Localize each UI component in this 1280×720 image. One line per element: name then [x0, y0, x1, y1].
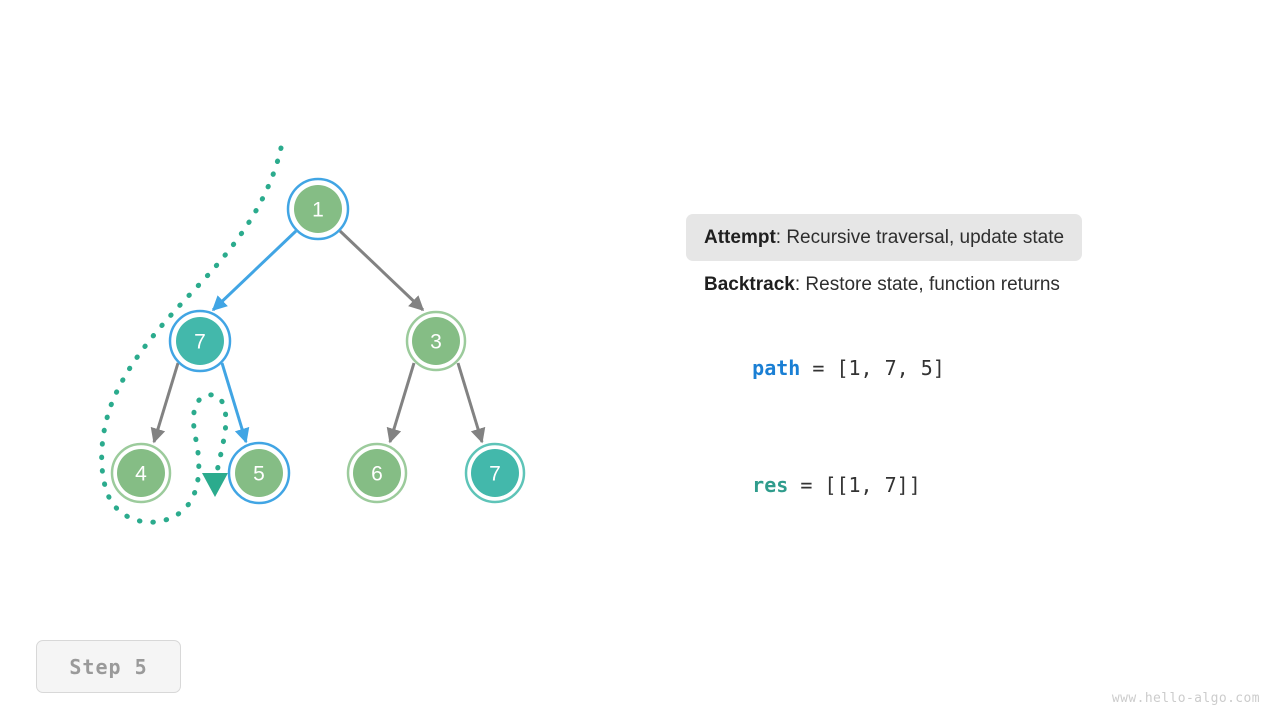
- tree-node-7-left[interactable]: 7: [168, 309, 232, 373]
- res-variable-value: = [[1, 7]]: [788, 473, 921, 497]
- tree-node-1-label: 1: [312, 199, 324, 222]
- tree-node-7-right-label: 7: [489, 463, 501, 486]
- tree-edges: [150, 229, 486, 444]
- edge-3-to-7: [456, 362, 486, 444]
- step-badge-label: Step 5: [69, 654, 148, 679]
- tree-node-5[interactable]: 5: [227, 441, 291, 505]
- tree-node-4-ring: [110, 442, 172, 504]
- edge-1-to-7: [211, 229, 298, 312]
- tree-node-6[interactable]: 6: [346, 442, 408, 504]
- tree-node-7-right-ring: [464, 442, 526, 504]
- path-variable-value: = [1, 7, 5]: [800, 356, 945, 380]
- res-state-row: res = [[1, 7]]: [686, 449, 939, 521]
- binary-tree-diagram: 1 7 3 4 5: [99, 145, 526, 525]
- tree-node-3[interactable]: 3: [405, 310, 467, 372]
- attempt-description: : Recursive traversal, update state: [775, 227, 1065, 248]
- dotted-trace-arrowhead: [202, 473, 228, 497]
- tree-node-7-left-ring: [168, 309, 232, 373]
- edge-7-to-5: [220, 362, 250, 444]
- attempt-row: Attempt: Recursive traversal, update sta…: [686, 214, 1083, 261]
- backtrack-label: Backtrack: [704, 274, 795, 295]
- site-watermark: www.hello-algo.com: [1112, 691, 1260, 706]
- tree-node-4-label: 4: [135, 463, 147, 486]
- tree-node-5-label: 5: [253, 463, 265, 486]
- edge-7-to-4: [150, 362, 180, 444]
- tree-node-3-ring: [405, 310, 467, 372]
- tree-node-1[interactable]: 1: [286, 177, 350, 241]
- path-variable-name: path: [752, 356, 801, 380]
- tree-node-5-body: [235, 449, 283, 497]
- edge-1-to-3: [338, 229, 425, 312]
- tree-svg-canvas: 1 7 3 4 5: [99, 145, 526, 525]
- tree-node-6-label: 6: [371, 463, 383, 486]
- tree-node-1-ring: [286, 177, 350, 241]
- dotted-trace-line: [99, 145, 284, 525]
- backtrack-description: : Restore state, function returns: [794, 274, 1060, 295]
- res-variable-name: res: [752, 473, 789, 497]
- tree-node-7-left-label: 7: [194, 331, 206, 354]
- tree-node-1-body: [294, 185, 342, 233]
- tree-node-5-ring: [227, 441, 291, 505]
- watermark-text: www.hello-algo.com: [1111, 691, 1260, 706]
- backtrack-row: Backtrack: Restore state, function retur…: [686, 261, 1078, 308]
- tree-node-7-right-body: [471, 449, 519, 497]
- tree-node-7-right[interactable]: 7: [464, 442, 526, 504]
- tree-node-6-body: [353, 449, 401, 497]
- tree-node-4-body: [117, 449, 165, 497]
- backtracking-dotted-path: [99, 145, 284, 525]
- legend-panel: Attempt: Recursive traversal, update sta…: [686, 214, 1226, 308]
- tree-node-4[interactable]: 4: [110, 442, 172, 504]
- tree-node-7-left-body: [176, 317, 224, 365]
- tree-node-6-ring: [346, 442, 408, 504]
- path-state-row: path = [1, 7, 5]: [686, 332, 963, 404]
- tree-node-3-body: [412, 317, 460, 365]
- attempt-label: Attempt: [704, 227, 776, 248]
- step-badge: Step 5: [36, 640, 181, 693]
- edge-3-to-6: [386, 362, 416, 444]
- tree-node-3-label: 3: [430, 331, 442, 354]
